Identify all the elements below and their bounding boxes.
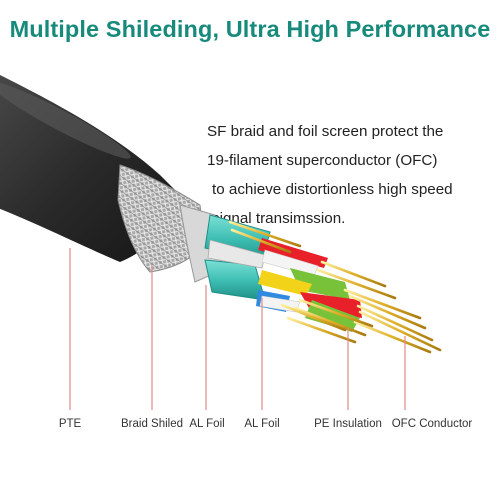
label-braid-shield: Braid Shiled [120, 418, 184, 430]
description: SF braid and foil screen protect the 19-… [207, 117, 492, 233]
ofc-conductors [228, 220, 442, 354]
braid-shield [117, 164, 206, 273]
pe-wire-yellow [258, 270, 312, 296]
label-al-foil-2: AL Foil [244, 418, 280, 430]
pe-wire-green [290, 268, 350, 300]
pe-wire-red-lower [300, 292, 362, 318]
label-pe-insulation: PE Insulation [314, 418, 382, 430]
label-ofc-conductor: OFC Conductor [391, 418, 473, 430]
leader-lines [69, 248, 406, 410]
description-line: 19-filament superconductor (OFC) [207, 152, 438, 169]
al-foil-silver [207, 239, 266, 269]
headline: Multiple Shileding, Ultra High Performan… [9, 16, 491, 42]
jacket-highlight [0, 81, 131, 159]
label-al-foil-1: AL Foil [189, 418, 225, 430]
description-line: signal transimssion. [212, 210, 346, 227]
description-line: to achieve distortionless high speed [212, 181, 453, 198]
description-line: SF braid and foil screen protect the [207, 123, 444, 140]
component-labels: PTE Braid Shiled AL Foil AL Foil PE Insu… [0, 418, 500, 440]
label-pte: PTE [58, 418, 82, 430]
